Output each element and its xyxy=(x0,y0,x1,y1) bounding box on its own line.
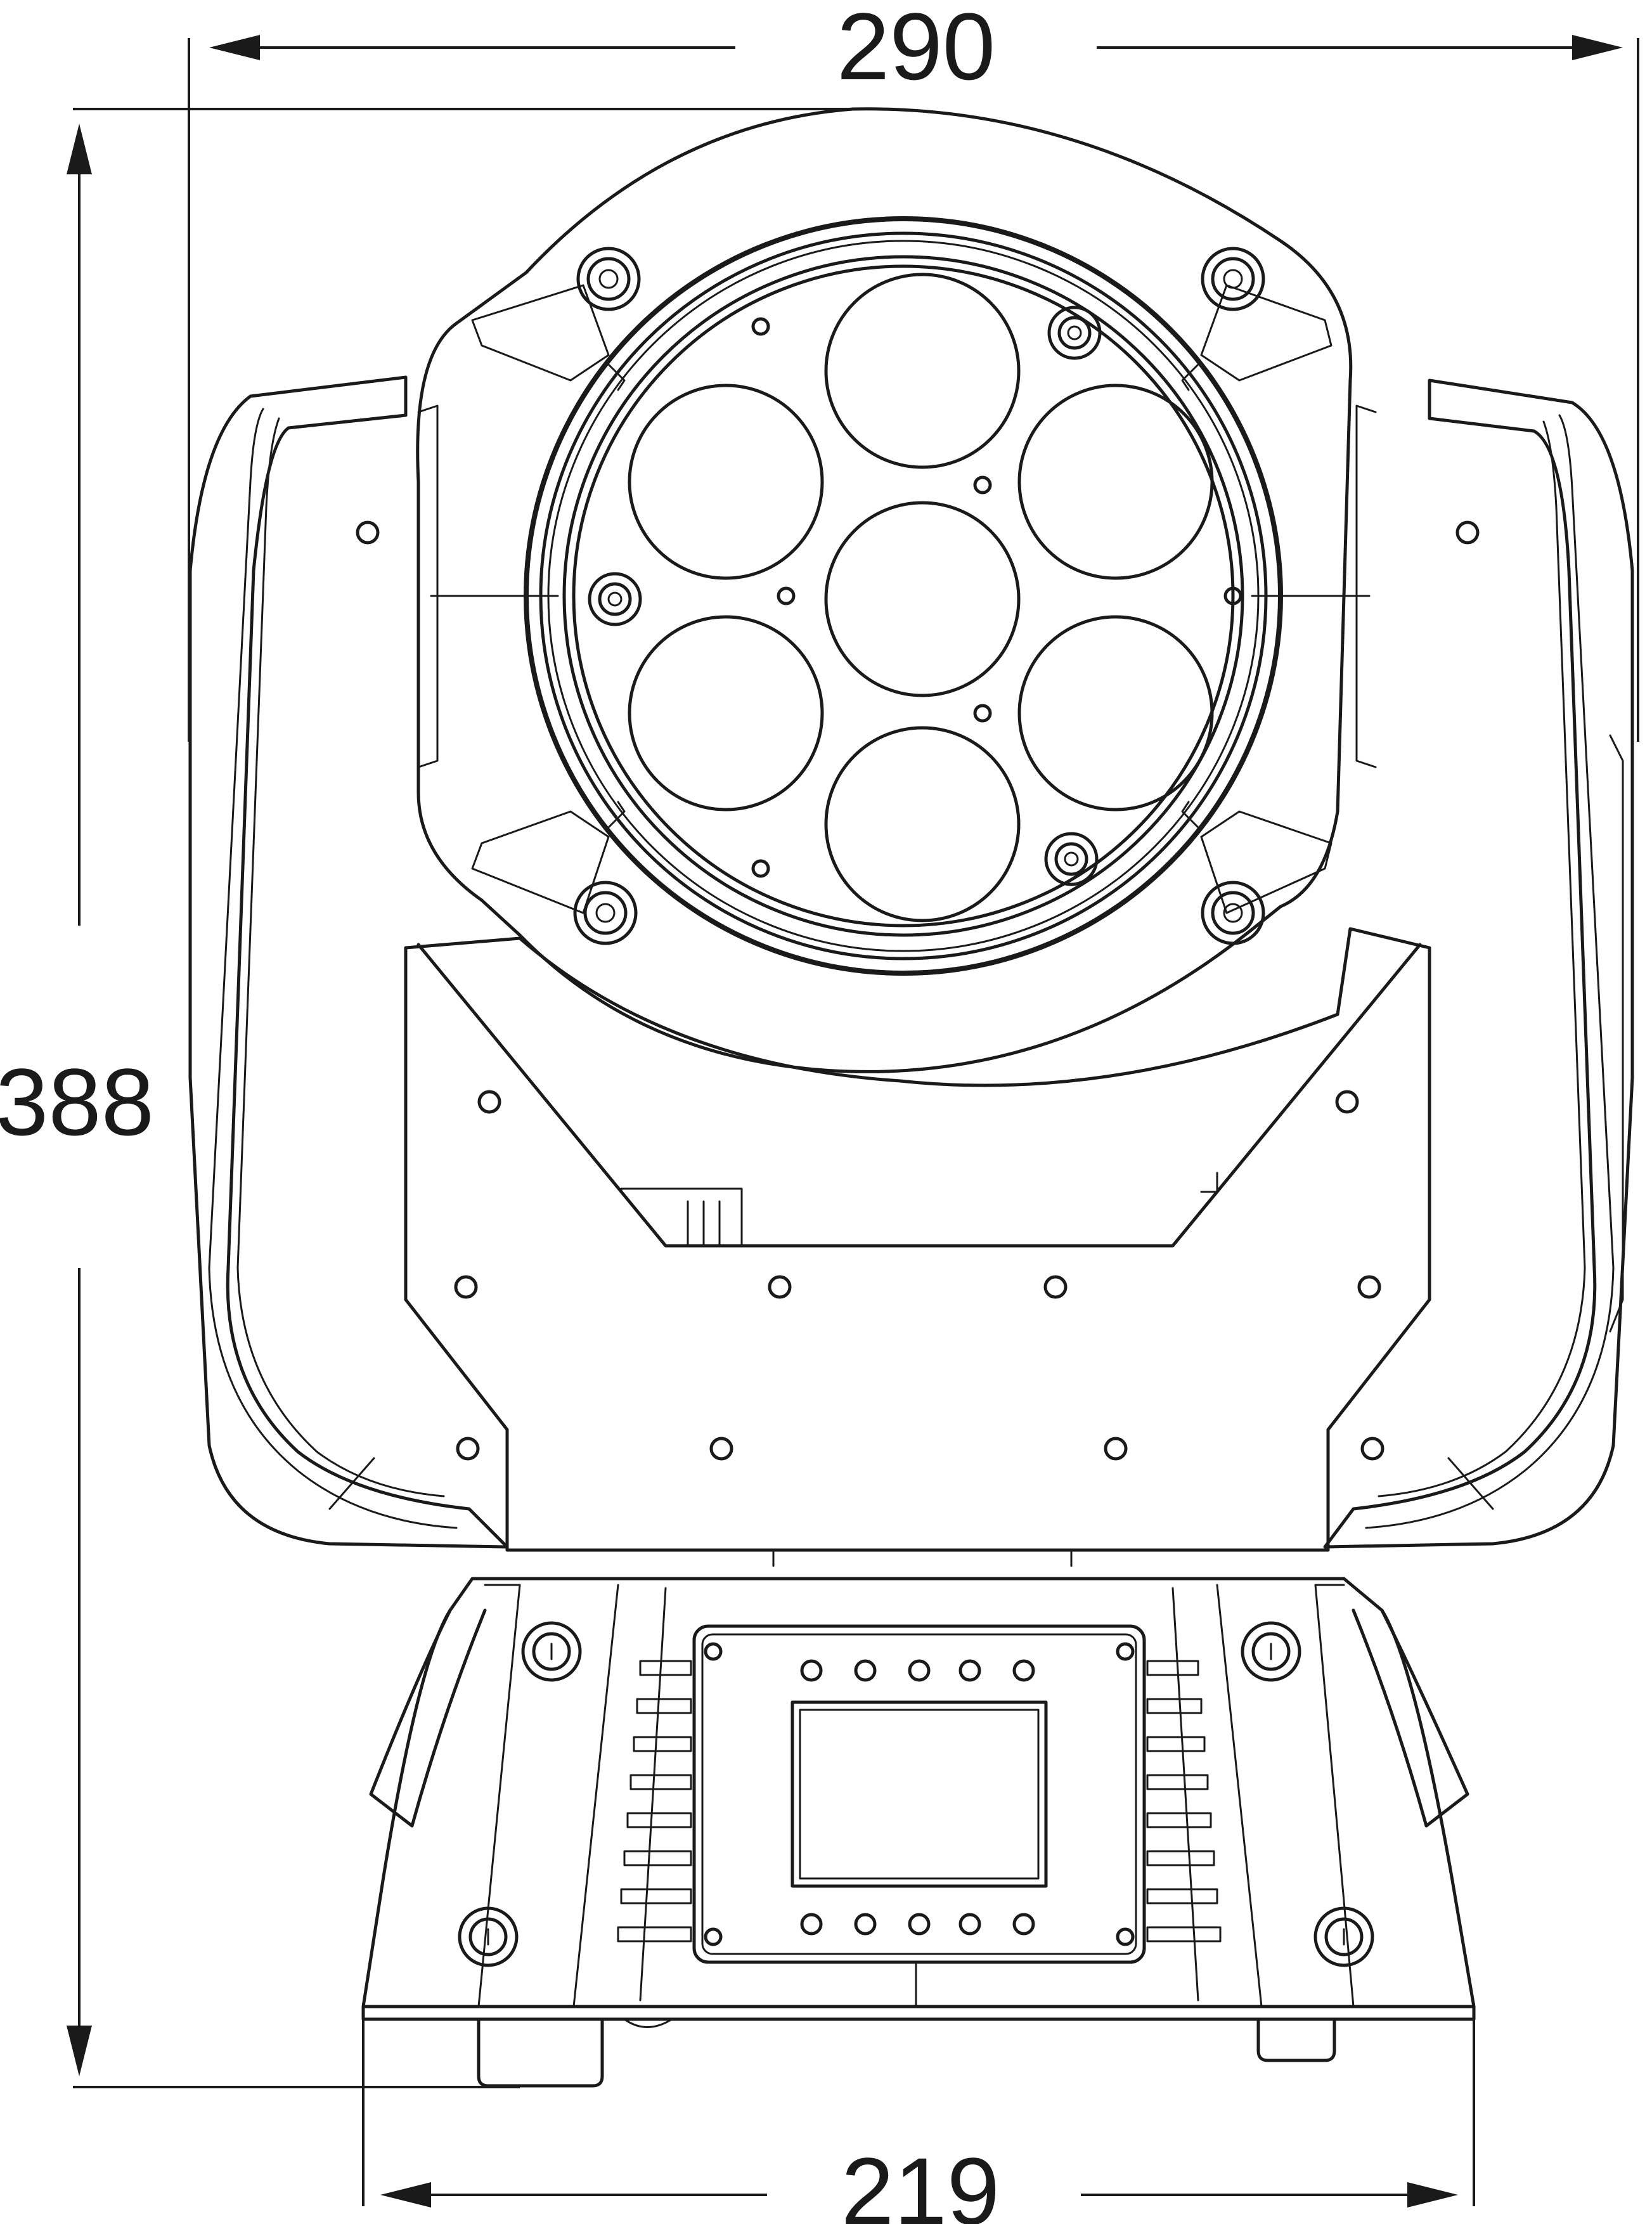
screw-icon xyxy=(458,1906,519,1967)
screw-icon xyxy=(1201,247,1265,311)
yoke-left-arm xyxy=(188,375,509,1549)
housing-corner-screws xyxy=(573,247,1265,945)
control-button-icon xyxy=(800,1913,823,1936)
control-button-icon xyxy=(958,1913,981,1936)
base-foot-left xyxy=(477,2017,604,2088)
plate-screws xyxy=(356,520,1480,1461)
led-lens-icon xyxy=(1017,384,1214,580)
led-lens-group xyxy=(628,273,1214,922)
led-lens-icon xyxy=(824,726,1021,922)
control-panel xyxy=(692,1624,1146,1964)
control-button-icon xyxy=(800,1659,823,1682)
control-button-icon xyxy=(854,1659,877,1682)
led-lens-icon xyxy=(628,615,824,811)
control-button-icon xyxy=(1012,1913,1035,1936)
control-button-icon xyxy=(958,1659,981,1682)
screw-icon xyxy=(1313,1906,1374,1967)
dimension-width-top: 290 xyxy=(188,0,1639,742)
yoke-right-arm xyxy=(1323,378,1634,1549)
control-button-icon xyxy=(854,1913,877,1936)
screw-icon xyxy=(1241,1621,1301,1682)
dim-label-388: 388 xyxy=(0,1049,154,1155)
vent-slots-right xyxy=(1146,1660,1222,1943)
dim-label-219: 219 xyxy=(841,2138,1000,2224)
base-unit xyxy=(361,1549,1476,2088)
screw-icon xyxy=(573,881,638,945)
screw-icon xyxy=(521,1621,582,1682)
screw-icon xyxy=(576,247,641,311)
control-button-icon xyxy=(1012,1659,1035,1682)
screw-icon xyxy=(1047,306,1102,360)
lens-plate-screws xyxy=(588,306,1242,886)
screw-icon xyxy=(588,572,642,626)
head-housing xyxy=(416,107,1377,1073)
screw-icon xyxy=(1044,832,1099,886)
led-lens-icon xyxy=(628,384,824,580)
control-buttons-top xyxy=(800,1659,1035,1682)
control-button-icon xyxy=(908,1659,931,1682)
led-lens-icon xyxy=(1017,615,1214,811)
base-foot-right xyxy=(1256,2017,1336,2062)
head-body-plate xyxy=(356,520,1480,1552)
control-buttons-bottom xyxy=(800,1913,1035,1936)
screw-icon xyxy=(1201,881,1265,945)
dim-label-290: 290 xyxy=(837,0,995,100)
led-lens-icon xyxy=(824,273,1021,469)
control-button-icon xyxy=(908,1913,931,1936)
dimension-height-left: 388 xyxy=(0,108,856,2088)
dimension-width-base: 219 xyxy=(362,2003,1475,2224)
vent-slots-left xyxy=(617,1660,692,1943)
display-screen-icon xyxy=(791,1700,1048,1888)
led-lens-icon xyxy=(824,501,1021,697)
